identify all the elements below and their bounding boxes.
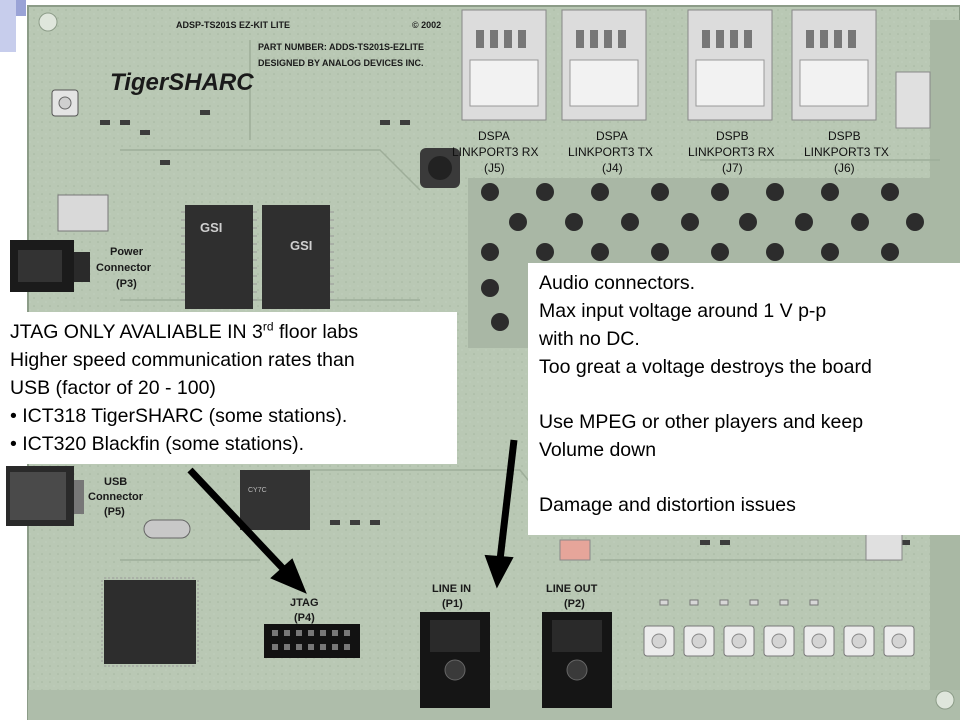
audio-callout-line: Too great a voltage destroys the board — [539, 356, 872, 378]
linkport-label: (J4) — [602, 161, 623, 175]
power-connector-label: (P3) — [116, 278, 137, 290]
jtag-callout: JTAG ONLY AVALIABLE IN 3rd floor labs Hi… — [0, 312, 457, 464]
linkport-label: (J7) — [722, 161, 743, 175]
linkport-label: (J5) — [484, 161, 505, 175]
push-button-row — [643, 625, 915, 657]
cypress-chip — [240, 470, 310, 530]
arrow-to-jtag — [187, 467, 307, 594]
dip-switch — [865, 533, 903, 561]
linkport-label: DSPB — [828, 129, 861, 143]
usb-connector-label: USB — [104, 476, 127, 488]
silk-designer: DESIGNED BY ANALOG DEVICES INC. — [258, 58, 424, 68]
line-in-label: LINE IN — [432, 583, 471, 595]
silk-part-number: PART NUMBER: ADDS-TS201S-EZLITE — [258, 42, 424, 52]
power-connector — [10, 240, 90, 292]
jtag-header-label: (P4) — [294, 612, 315, 624]
chip-label: GSI — [290, 238, 312, 253]
linkport-connector — [791, 9, 877, 121]
jtag-callout-bullet: • ICT320 Blackfin (some stations). — [10, 433, 305, 455]
line-in-label: (P1) — [442, 598, 463, 610]
audio-callout-line: Audio connectors. — [539, 272, 696, 294]
silk-top-code: ADSP-TS201S EZ-KIT LITE — [176, 20, 290, 30]
audio-callout-line: with no DC. — [539, 328, 640, 350]
silk-year: © 2002 — [412, 20, 441, 30]
usb-controller-chip — [104, 580, 196, 664]
linkport-label: LINKPORT3 TX — [568, 145, 653, 159]
svg-text:CY7C: CY7C — [248, 487, 267, 494]
power-connector-label: Connector — [96, 262, 152, 274]
crystal — [143, 519, 191, 539]
power-connector-label: Power — [110, 246, 144, 258]
slide-accent-square — [16, 0, 26, 16]
linkport-label: LINKPORT3 TX — [804, 145, 889, 159]
line-out-jack — [542, 612, 612, 708]
linkport-label: (J6) — [834, 161, 855, 175]
chip-label: GSI — [200, 220, 222, 235]
jtag-header-label: JTAG — [290, 597, 319, 609]
linkport-label: LINKPORT3 RX — [452, 145, 538, 159]
audio-callout-line: Damage and distortion issues — [539, 494, 796, 516]
linkport-label: LINKPORT3 RX — [688, 145, 774, 159]
audio-callout: Audio connectors. Max input voltage arou… — [528, 263, 960, 535]
jtag-callout-title: JTAG ONLY AVALIABLE IN 3rd floor labs — [10, 319, 359, 344]
audio-callout-spacer — [539, 381, 960, 408]
audio-callout-line: Volume down — [539, 439, 657, 461]
linkport-label: DSPB — [716, 129, 749, 143]
linkport-label: DSPA — [478, 129, 510, 143]
memory-chip: GSI — [262, 205, 334, 309]
audio-callout-line: Max input voltage around 1 V p-p — [539, 300, 827, 322]
memory-chip: GSI — [181, 205, 257, 309]
linkport-connector — [687, 9, 773, 121]
usb-connector-label: (P5) — [104, 506, 125, 518]
silk-product-logo: TigerSHARC — [110, 69, 254, 96]
dip-switch — [559, 539, 591, 561]
line-in-jack — [420, 612, 490, 708]
audio-callout-spacer — [539, 464, 960, 491]
line-out-label: (P2) — [564, 598, 585, 610]
linkport-connector — [561, 9, 647, 121]
usb-connector-label: Connector — [88, 491, 144, 503]
slide-accent-square — [0, 0, 16, 52]
dip-switch — [895, 71, 931, 129]
usb-connector — [6, 466, 84, 526]
jtag-callout-line: Higher speed communication rates than — [10, 349, 355, 371]
jtag-header — [264, 624, 360, 658]
audio-callout-line: Use MPEG or other players and keep — [539, 411, 864, 433]
jtag-callout-bullet: • ICT318 TigerSHARC (some stations). — [10, 405, 348, 427]
jtag-callout-line: USB (factor of 20 - 100) — [10, 377, 216, 399]
line-out-label: LINE OUT — [546, 583, 598, 595]
arrow-to-line-in — [484, 439, 518, 589]
linkport-label: DSPA — [596, 129, 628, 143]
linkport-connector — [461, 9, 547, 121]
